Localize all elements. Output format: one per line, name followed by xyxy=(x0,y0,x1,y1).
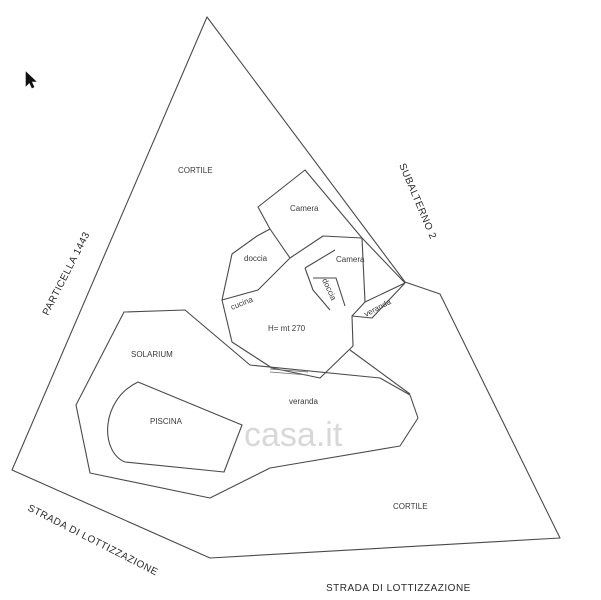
label-doccia: doccia xyxy=(244,254,268,263)
veranda-edge xyxy=(349,349,411,395)
label-height: H= mt 270 xyxy=(268,324,306,333)
window-detail xyxy=(269,368,309,376)
label-camera-2: Camera xyxy=(336,255,365,264)
watermark-casa-it: casa.it xyxy=(244,416,343,454)
interior-walls xyxy=(221,228,406,317)
label-piscina: PISCINA xyxy=(150,417,183,426)
label-particella: PARTICELLA 1443 xyxy=(41,230,93,317)
label-veranda-small: veranda xyxy=(363,297,393,319)
label-subalterno: SUBALTERNO 2 xyxy=(396,162,438,241)
label-strada-bottom: STRADA DI LOTTIZZAZIONE xyxy=(326,583,471,594)
label-strada-left: STRADA DI LOTTIZZAZIONE xyxy=(26,503,160,579)
label-camera-1: Camera xyxy=(290,204,319,213)
lot-boundary xyxy=(11,16,561,559)
label-cortile-top: CORTILE xyxy=(178,166,213,175)
label-veranda-big: veranda xyxy=(289,397,318,406)
label-cortile-bottom: CORTILE xyxy=(393,502,428,511)
mouse-pointer-icon xyxy=(25,71,37,89)
label-doccia-2: doccia xyxy=(320,277,338,302)
terrace-outline xyxy=(75,309,419,499)
pool-outline xyxy=(107,381,243,473)
house-outline xyxy=(221,169,406,379)
label-solarium: SOLARIUM xyxy=(131,350,173,359)
